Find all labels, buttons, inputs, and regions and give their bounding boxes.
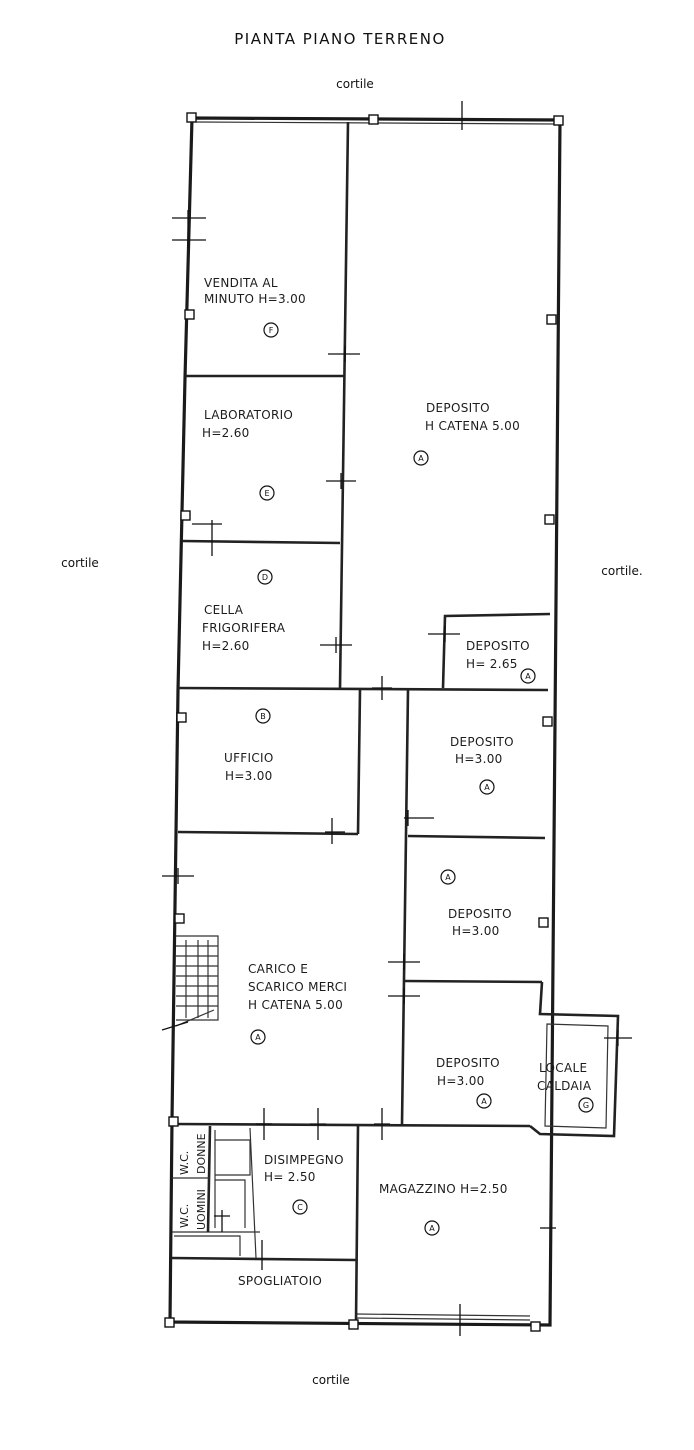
room-disimpegno-tag: C [297, 1203, 303, 1212]
courtyard-left-label: cortile [61, 556, 99, 570]
room-vendita: VENDITA AL MINUTO H=3.00 F [204, 276, 306, 338]
structural-columns [164, 112, 564, 1332]
room-carico: CARICO E SCARICO MERCI H CATENA 5.00 A [248, 962, 347, 1045]
room-wc-donne-name-2: DONNE [195, 1133, 208, 1174]
courtyard-top-label: cortile [336, 77, 374, 91]
room-deposito-small: DEPOSITO H= 2.65 A [466, 639, 536, 684]
room-deposito-r1-tag: A [484, 783, 490, 792]
room-deposito-main-name: DEPOSITO [426, 401, 490, 415]
room-magazzino-tag-circle [424, 1220, 440, 1236]
room-carico-name-2: SCARICO MERCI [248, 980, 347, 994]
room-cella-name-1: CELLA [204, 603, 244, 617]
room-laboratorio-name: LABORATORIO [204, 408, 293, 422]
room-deposito-small-name: DEPOSITO [466, 639, 530, 653]
room-deposito-r2-tag: A [445, 873, 451, 882]
room-wc-uomini-name-1: W.C. [178, 1204, 191, 1228]
courtyard-right-label: cortile. [601, 564, 642, 578]
room-disimpegno-name: DISIMPEGNO [264, 1153, 344, 1167]
room-deposito-main-height: H CATENA 5.00 [425, 419, 520, 433]
room-carico-height: H CATENA 5.00 [248, 998, 343, 1012]
room-vendita-name: VENDITA AL [204, 276, 278, 290]
room-deposito-r3-name: DEPOSITO [436, 1056, 500, 1070]
room-deposito-small-tag: A [525, 672, 531, 681]
room-wc-donne-name-1: W.C. [178, 1151, 191, 1175]
room-laboratorio-tag: E [264, 489, 269, 498]
room-deposito-r2-height: H=3.00 [452, 924, 500, 938]
plan-title: PIANTA PIANO TERRENO [234, 30, 446, 48]
room-laboratorio: LABORATORIO H=2.60 E [202, 408, 293, 501]
room-deposito-main-tag-circle [413, 450, 429, 466]
room-magazzino: MAGAZZINO H=2.50 A [379, 1182, 508, 1236]
room-deposito-main-tag: A [418, 454, 424, 463]
room-deposito-r2-tag-circle [440, 869, 456, 885]
room-deposito-small-tag-circle [520, 668, 536, 684]
interior-walls [171, 121, 620, 1323]
room-caldaia-tag-circle [578, 1097, 594, 1113]
room-cella-tag-circle [257, 569, 273, 585]
room-cella-name-2: FRIGORIFERA [202, 621, 286, 635]
outer-walls [168, 116, 562, 1327]
room-cella: D CELLA FRIGORIFERA H=2.60 [202, 569, 286, 653]
room-deposito-r2: A DEPOSITO H=3.00 [440, 869, 512, 938]
room-deposito-r1: DEPOSITO H=3.00 A [450, 735, 514, 795]
room-carico-tag-circle [250, 1029, 266, 1045]
staircase [175, 935, 219, 1027]
room-wc-uomini-name-2: UOMINI [195, 1189, 208, 1230]
room-spogliatoio-name: SPOGLIATOIO [238, 1274, 322, 1288]
room-carico-tag: A [255, 1033, 261, 1042]
courtyard-bottom-label: cortile [312, 1373, 350, 1387]
room-ufficio-tag-circle [255, 708, 271, 724]
room-magazzino-tag: A [429, 1224, 435, 1233]
room-deposito-r3-height: H=3.00 [437, 1074, 485, 1088]
room-carico-name-1: CARICO E [248, 962, 308, 976]
room-deposito-r3-tag: A [481, 1097, 487, 1106]
room-deposito-r2-name: DEPOSITO [448, 907, 512, 921]
room-ufficio-name: UFFICIO [224, 751, 274, 765]
room-magazzino-name: MAGAZZINO H=2.50 [379, 1182, 508, 1196]
room-deposito-r1-height: H=3.00 [455, 752, 503, 766]
room-deposito-small-height: H= 2.65 [466, 657, 518, 671]
room-deposito-r1-name: DEPOSITO [450, 735, 514, 749]
room-deposito-r3: DEPOSITO H=3.00 A [436, 1056, 500, 1109]
room-caldaia-name-1: LOCALE [539, 1061, 587, 1075]
room-vendita-tag-circle [263, 322, 279, 338]
room-disimpegno-height: H= 2.50 [264, 1170, 316, 1184]
room-laboratorio-tag-circle [259, 485, 275, 501]
room-disimpegno-tag-circle [292, 1199, 308, 1215]
room-caldaia-name-2: CALDAIA [537, 1079, 592, 1093]
room-disimpegno: DISIMPEGNO H= 2.50 C [264, 1153, 344, 1215]
dimension-ticks [161, 101, 632, 1336]
room-laboratorio-height: H=2.60 [202, 426, 250, 440]
room-deposito-main: DEPOSITO H CATENA 5.00 A [413, 401, 520, 466]
room-ufficio-tag: B [260, 712, 266, 721]
room-ufficio: B UFFICIO H=3.00 [224, 708, 274, 783]
room-deposito-r1-tag-circle [479, 779, 495, 795]
room-wc-uomini: W.C. UOMINI [178, 1189, 208, 1230]
room-spogliatoio: SPOGLIATOIO [238, 1274, 322, 1288]
room-caldaia: LOCALE CALDAIA G [537, 1061, 594, 1113]
room-ufficio-height: H=3.00 [225, 769, 273, 783]
room-cella-height: H=2.60 [202, 639, 250, 653]
room-wc-donne: W.C. DONNE [178, 1133, 208, 1175]
room-cella-tag: D [262, 573, 268, 582]
room-caldaia-tag: G [583, 1101, 589, 1110]
room-vendita-height: MINUTO H=3.00 [204, 292, 306, 306]
room-vendita-tag: F [269, 326, 274, 335]
room-deposito-r3-tag-circle [476, 1093, 492, 1109]
